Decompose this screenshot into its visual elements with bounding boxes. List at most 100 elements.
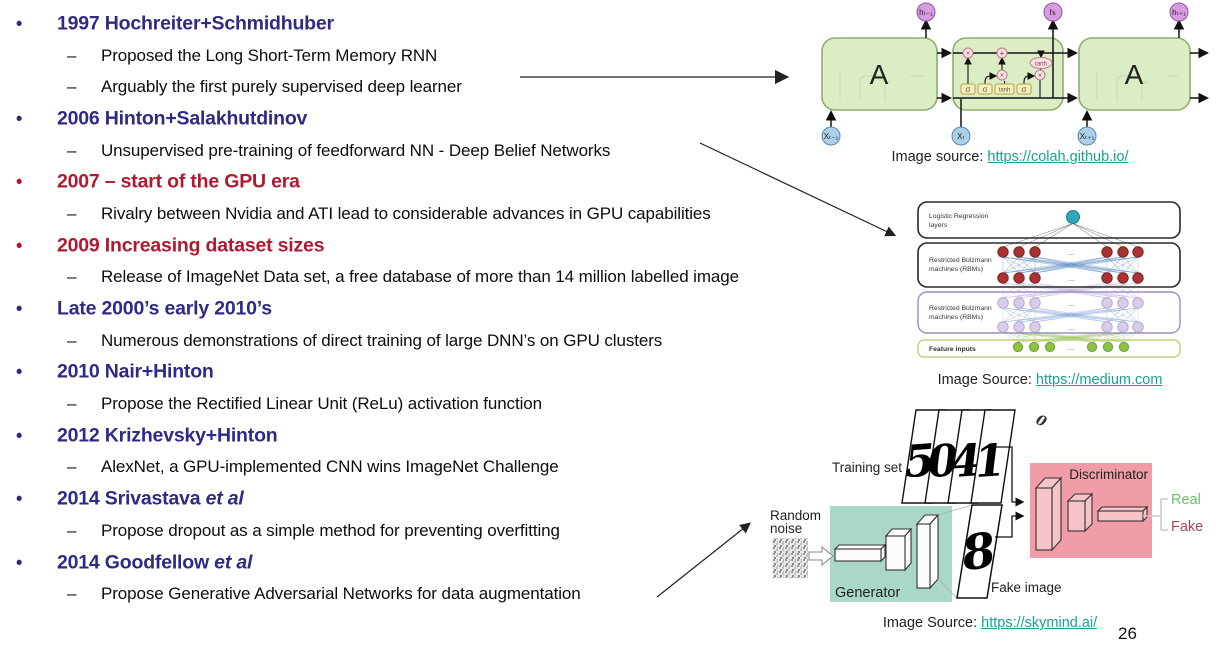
dash-icon: – (67, 203, 77, 223)
lstm-source-link[interactable]: https://colah.github.io/ (987, 149, 1129, 165)
dbn-row-label: Restricted Bolzmann (929, 257, 992, 264)
timeline-sub: –Release of ImageNet Data set, a free da… (67, 267, 739, 287)
lstm-internals: × + × tanh × σ σ tanh σ (960, 47, 1053, 98)
page-number: 26 (1118, 624, 1137, 643)
discriminator-label: Discriminator (1069, 467, 1148, 482)
svg-text:...: ... (1068, 248, 1075, 257)
op-tanh: tanh (1035, 62, 1047, 68)
svg-text:...: ... (1068, 343, 1075, 352)
bullet-icon: • (16, 108, 23, 129)
generator-label: Generator (835, 585, 900, 601)
timeline-heading: •2006 Hinton+Salakhutdinov (16, 107, 308, 130)
dbn-ellipsis: ... ... ... ... ... (1068, 248, 1075, 352)
dbn-row-label: Logistic Regression (929, 213, 989, 220)
timeline-sub: –Propose dropout as a simple method for … (67, 520, 560, 540)
h-label: hₜ₊₁ (1172, 8, 1186, 17)
timeline-heading: •Late 2000’s early 2010’s (16, 297, 272, 320)
timeline-heading: •2014 Srivastava et al (16, 487, 244, 510)
gate-sigma: σ (983, 85, 988, 94)
caption-prefix: Image source: (891, 149, 988, 165)
perspective-lines (937, 504, 973, 599)
random-noise-label: noise (770, 521, 802, 536)
op-multiply: × (966, 51, 970, 58)
output-bracket (1143, 498, 1168, 531)
training-digit: 1 (973, 435, 1007, 488)
gan-caption: Image Source: https://skymind.ai/ (835, 615, 1145, 631)
timeline-sub: –Unsupervised pre-training of feedforwar… (67, 140, 611, 160)
bullet-icon: • (16, 171, 23, 192)
fake-image-panel (956, 504, 1003, 599)
dash-icon: – (67, 45, 77, 65)
svg-text:...: ... (1068, 323, 1075, 332)
dash-icon: – (67, 77, 77, 97)
gan-flow-arrows (990, 446, 1025, 538)
bullet-icon: • (16, 13, 23, 34)
real-label: Real (1171, 492, 1201, 508)
timeline-sub: –AlexNet, a GPU-implemented CNN wins Ima… (67, 457, 559, 477)
gate-sigma: σ (966, 85, 971, 94)
dbn-caption: Image Source: https://medium.com (895, 372, 1205, 388)
dbn-row-label: machines (RBMs) (929, 314, 983, 321)
timeline-heading: •2010 Nair+Hinton (16, 360, 214, 383)
lstm-io-nodes: hₜ₋₁ hₜ hₜ₊₁ Xₜ₋₁ Xₜ Xₜ₊₁ (821, 2, 1189, 146)
dash-icon: – (67, 394, 77, 414)
timeline-list: •1997 Hochreiter+Schmidhuber –Proposed t… (0, 8, 760, 610)
generator-blocks (833, 513, 940, 590)
fake-image-label: Fake image (991, 580, 1062, 595)
dbn-source-link[interactable]: https://medium.com (1035, 372, 1163, 388)
timeline-heading: •2014 Goodfellow et al (16, 551, 253, 574)
svg-text:...: ... (1068, 299, 1075, 308)
dbn-row-label: Restricted Bolzmann (929, 305, 992, 312)
timeline-sub: –Propose Generative Adversarial Networks… (67, 584, 581, 604)
bullet-icon: • (16, 425, 23, 446)
x-label: Xₜ₋₁ (824, 132, 839, 141)
svg-text:...: ... (1068, 274, 1075, 283)
dbn-figure: Logistic Regression layers Restricted Bo… (917, 201, 1181, 358)
gan-source-link[interactable]: https://skymind.ai/ (981, 615, 1098, 631)
dbn-nodes (997, 210, 1144, 353)
lstm-chain-lines (825, 19, 1209, 127)
x-label: Xₜ₊₁ (1080, 132, 1095, 141)
fake-digit: 8 (957, 522, 999, 582)
dash-icon: – (67, 267, 77, 287)
gan-figure: 5 0 4 1 Training set Random noise Genera… (770, 409, 1203, 602)
bullet-icon: • (16, 235, 23, 256)
timeline-sub: –Arguably the first purely supervised de… (67, 77, 462, 97)
gate-sigma: σ (1022, 85, 1027, 94)
dbn-row-label: Feature inputs (929, 346, 976, 353)
training-set-label: Training set (832, 460, 902, 475)
timeline-sub: –Numerous demonstrations of direct train… (67, 330, 663, 350)
bullet-icon: • (16, 298, 23, 319)
dbn-row-label: machines (RBMs) (929, 266, 983, 273)
timeline-sub: –Rivalry between Nvidia and ATI lead to … (67, 203, 711, 223)
timeline-heading: •1997 Hochreiter+Schmidhuber (16, 12, 334, 35)
cell-a-label: A (1125, 59, 1144, 90)
bullet-icon: • (16, 552, 23, 573)
dash-icon: – (67, 330, 77, 350)
noise-image (772, 538, 808, 578)
op-add: + (1000, 49, 1005, 58)
random-noise-label: Random (770, 508, 821, 523)
timeline-heading: •2009 Increasing dataset sizes (16, 234, 325, 257)
dash-icon: – (67, 520, 77, 540)
timeline-sub: –Proposed the Long Short-Term Memory RNN (67, 45, 438, 65)
hollow-arrow-icon (808, 545, 834, 567)
floating-digit: 0 (1033, 412, 1049, 431)
training-set-panels: 5 0 4 1 (901, 409, 1016, 504)
lstm-figure: A A (821, 2, 1209, 146)
h-label: hₜ (1050, 8, 1057, 17)
timeline-heading: •2012 Krizhevsky+Hinton (16, 424, 278, 447)
h-label: hₜ₋₁ (919, 8, 933, 17)
op-multiply: × (1000, 73, 1004, 80)
caption-prefix: Image Source: (937, 372, 1036, 388)
dash-icon: – (67, 457, 77, 477)
discriminator-blocks (1034, 476, 1149, 552)
op-multiply: × (1038, 73, 1042, 80)
timeline-heading: •2007 – start of the GPU era (16, 170, 300, 193)
gate-tanh: tanh (999, 88, 1011, 94)
x-label: Xₜ (957, 132, 965, 141)
lstm-caption: Image source: https://colah.github.io/ (855, 149, 1165, 165)
fake-label: Fake (1171, 519, 1203, 535)
dash-icon: – (67, 140, 77, 160)
